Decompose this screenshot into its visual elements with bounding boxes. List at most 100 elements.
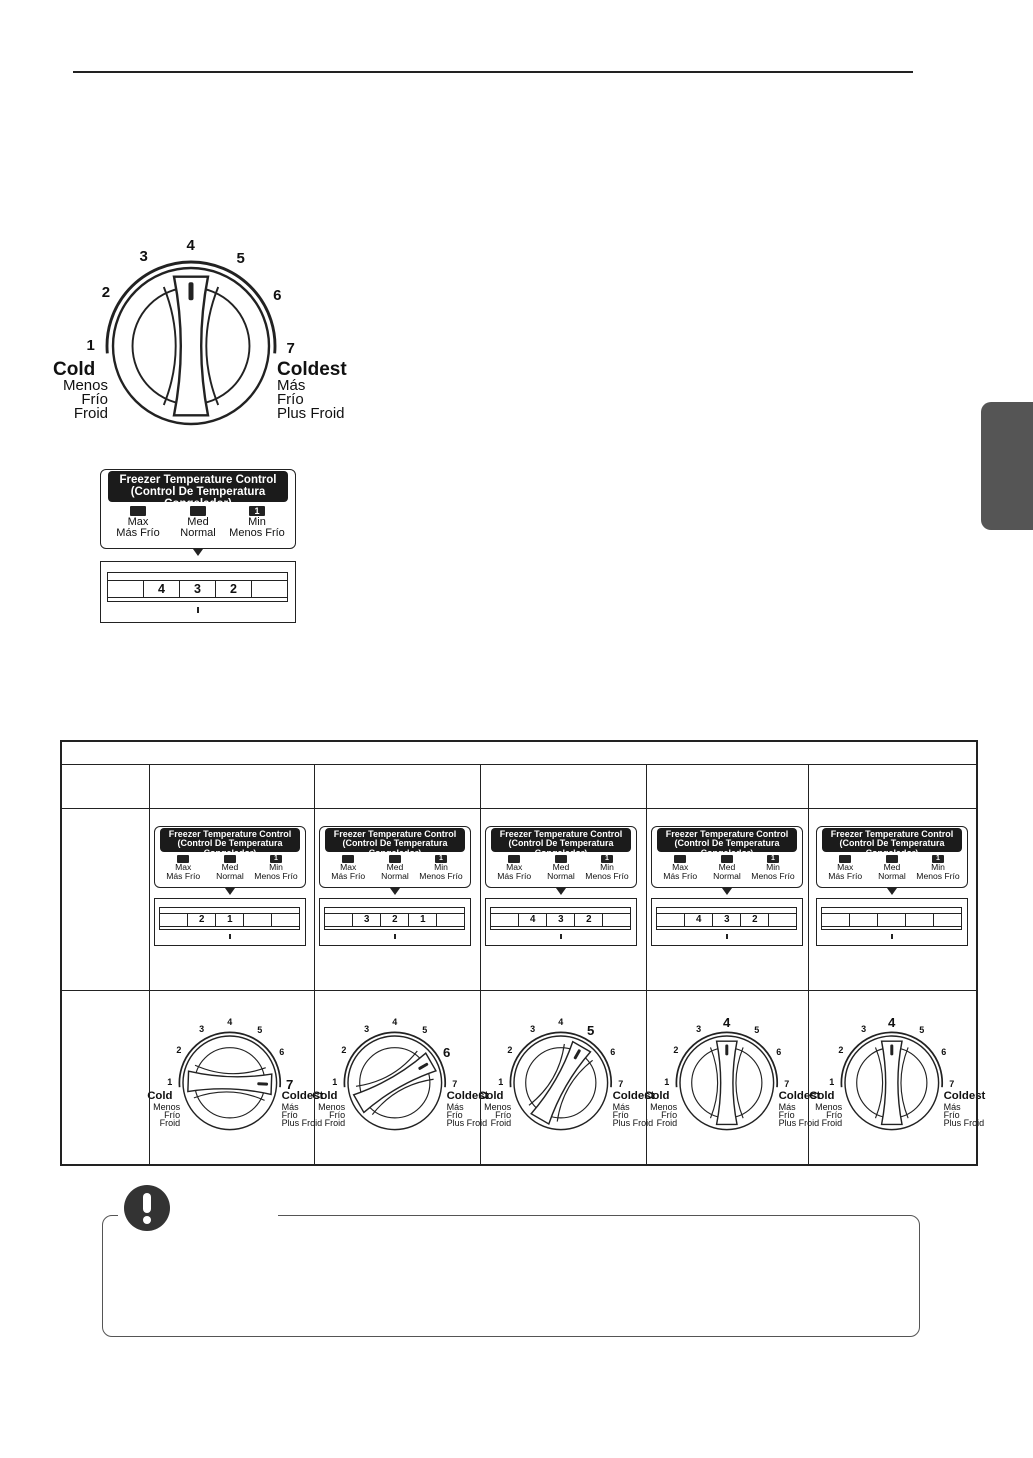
led-label-line: Max	[837, 862, 854, 873]
table-col-line	[646, 764, 647, 1164]
dial-number: 7	[452, 1079, 458, 1090]
dial-coldest-sub-line: Frío	[446, 1110, 463, 1121]
dial-knob	[187, 1064, 273, 1102]
scale-value: 1	[409, 914, 438, 927]
dial-cold-sub-line: Frío	[661, 1110, 678, 1121]
scale-value: 2	[216, 581, 252, 597]
scale-tick-mark	[890, 933, 893, 939]
scale-tick-mark	[197, 607, 199, 613]
note-box	[102, 1215, 920, 1337]
dial-number: 6	[610, 1047, 616, 1058]
led-label-line: Min	[248, 516, 266, 528]
scale-value: 4	[685, 914, 714, 927]
panel-title-line: (Control De Temperatura Congelador)	[674, 838, 780, 858]
scale-window	[821, 906, 963, 930]
panel-title-line: Freezer Temperature Control	[333, 828, 457, 839]
dial-number: 6	[273, 286, 282, 304]
dial-number: 7	[784, 1079, 790, 1090]
dial-scale-arc	[178, 1031, 282, 1088]
dial-knob-icon	[178, 1031, 282, 1131]
led-label-line: Menos Frío	[916, 871, 960, 882]
led-label-line: Más Frío	[663, 871, 698, 882]
panel-pointer-arrow	[389, 888, 400, 896]
dial-cold-sub-line: Frío	[826, 1110, 843, 1121]
dial-cold-sub-line: Froid	[159, 1118, 181, 1129]
table-header-line	[62, 764, 976, 765]
panel-title-line: Freezer Temperature Control	[830, 828, 954, 839]
dial-coldest-sub-line: Frío	[612, 1110, 629, 1121]
led-label-line: Menos Frío	[751, 871, 795, 882]
dial-number: 5	[422, 1025, 428, 1036]
dial-number: 3	[530, 1024, 536, 1035]
dial-coldest-sub-line: Frío	[277, 390, 304, 408]
led-indicator: 1	[766, 854, 780, 863]
scale-value	[160, 914, 189, 927]
scale-value	[252, 581, 287, 597]
led-label-line: Med	[221, 862, 239, 873]
dial-number: 7	[618, 1079, 624, 1090]
table-row-line	[62, 808, 976, 809]
table-col-line	[480, 764, 481, 1164]
exclamation-icon	[124, 1185, 170, 1231]
led-label-line: Más Frío	[116, 527, 160, 539]
panel-title-line: (Control De Temperatura Congelador)	[839, 838, 945, 858]
dial-cold-sub-line: Froid	[656, 1118, 678, 1129]
dial-number: 6	[776, 1047, 782, 1058]
scale-value: 3	[180, 581, 216, 597]
led-label-line: Med	[718, 862, 736, 873]
header-rule	[73, 71, 913, 73]
dial-scale-arc	[105, 260, 277, 354]
dial-coldest-label: Coldest	[943, 1090, 986, 1103]
dial-coldest-sub-line: Plus Froid	[943, 1118, 985, 1129]
panel-title: Freezer Temperature Control(Control De T…	[108, 471, 288, 510]
led-indicator: 1	[434, 854, 448, 863]
dial-cold-sub-line: Froid	[324, 1118, 346, 1129]
dial-coldest-sub-line: Más	[277, 377, 306, 394]
led-indicator: 1	[269, 854, 283, 863]
dial-cold-sub-line: Froid	[73, 404, 108, 422]
scale-value	[491, 914, 520, 927]
dial-number: 3	[199, 1024, 205, 1035]
scale-value: 3	[353, 914, 382, 927]
dial-coldest-label: Coldest	[612, 1090, 655, 1103]
scale-value: 3	[547, 914, 576, 927]
panel-pointer-arrow	[886, 888, 897, 896]
dial-coldest-sub-line: Más	[612, 1101, 630, 1112]
led-label-line: Min	[766, 862, 780, 873]
scale-value	[822, 914, 851, 927]
led-indicator	[341, 854, 355, 863]
dial-number: 5	[236, 250, 245, 268]
led-label-line: Normal	[381, 871, 409, 882]
led-label-line: Max	[127, 516, 149, 528]
dial-cold-sub-line: Menos	[484, 1101, 512, 1112]
led-label-line: Normal	[547, 871, 575, 882]
led-label-line: Med	[386, 862, 404, 873]
dial-knob	[710, 1040, 744, 1126]
dial-number: 4	[723, 1014, 731, 1030]
led-label-line: Min	[269, 862, 283, 873]
freezer-control-panel: Freezer Temperature Control(Control De T…	[153, 826, 307, 948]
led-label-line: Menos Frío	[419, 871, 463, 882]
led-label-line: Max	[175, 862, 192, 873]
dial-cold-sub-line: Frío	[164, 1110, 181, 1121]
panel-title: Freezer Temperature Control(Control De T…	[656, 827, 798, 857]
freezer-control-panel: Freezer Temperature Control(Control De T…	[100, 469, 296, 625]
